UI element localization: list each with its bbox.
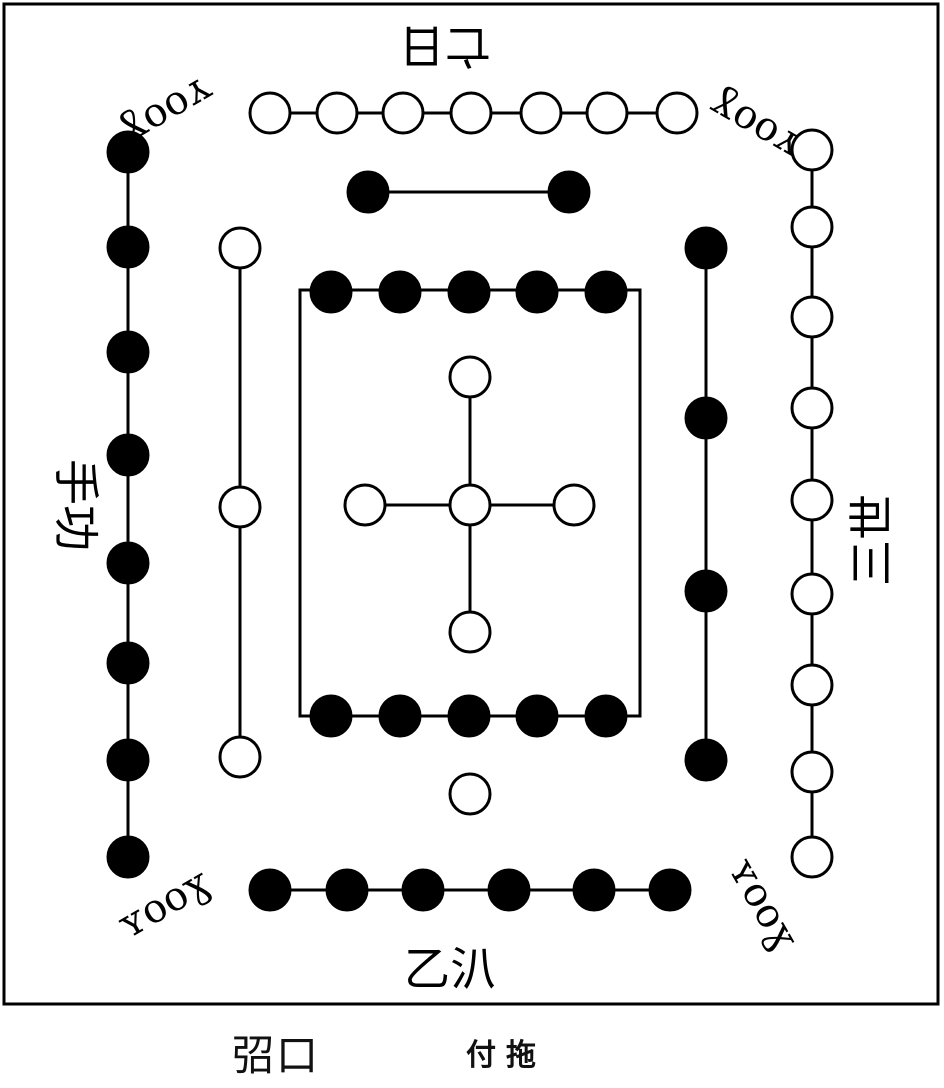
caption-right: 付拖 <box>466 1038 546 1073</box>
left-column-black-dot <box>106 541 150 585</box>
right-column-white-dot <box>790 386 834 430</box>
lone-dot-white-dot <box>448 772 492 816</box>
bottom-row-black-dot <box>572 868 616 912</box>
center-cross-white-dot <box>552 483 596 527</box>
right-column-white-dot <box>790 295 834 339</box>
right-column-white-dot <box>790 128 834 172</box>
right-column-white-dot <box>790 205 834 249</box>
top-row-white-dot <box>381 91 425 135</box>
top-row-white-dot <box>585 91 629 135</box>
right-column-white-dot <box>790 478 834 522</box>
inner-left-column-white-dot <box>218 226 262 270</box>
bottom-row-black-dot <box>648 868 692 912</box>
bottom-row-black-dot <box>248 868 292 912</box>
inner-right-column-black-dot <box>684 738 728 782</box>
center-cross-white-dot <box>343 483 387 527</box>
center-cross-white-dot <box>448 483 492 527</box>
inner-left-column-white-dot <box>218 485 262 529</box>
label-bottom: 乙汃 <box>404 942 496 996</box>
left-column-black-dot <box>106 130 150 174</box>
label-top: 亡日 <box>399 19 491 73</box>
left-column-black-dot <box>106 330 150 374</box>
upper-bar-black-dot <box>547 170 591 214</box>
box-bottom-row-black-dot <box>309 694 353 738</box>
inner-left-column-white-dot <box>218 735 262 779</box>
right-column-white-dot <box>790 750 834 794</box>
box-bottom-row-black-dot <box>447 694 491 738</box>
box-top-row-black-dot <box>447 270 491 314</box>
left-column-black-dot <box>106 225 150 269</box>
top-row-white-dot <box>519 91 563 135</box>
center-cross-white-dot <box>448 610 492 654</box>
bottom-row-black-dot <box>325 868 369 912</box>
left-column-black-dot <box>106 738 150 782</box>
left-column-black-dot <box>106 641 150 685</box>
center-cross-white-dot <box>448 355 492 399</box>
inner-right-column-black-dot <box>684 396 728 440</box>
bottom-row-black-dot <box>401 868 445 912</box>
box-top-row-black-dot <box>378 270 422 314</box>
inner-right-column-black-dot <box>684 226 728 270</box>
label-left: 手功 <box>49 459 103 551</box>
label-right: 三世 <box>845 494 899 586</box>
left-column-black-dot <box>106 835 150 879</box>
left-column-black-dot <box>106 433 150 477</box>
right-column-white-dot <box>790 835 834 879</box>
top-row-white-dot <box>315 91 359 135</box>
inner-right-column-black-dot <box>684 569 728 613</box>
top-row-white-dot <box>655 91 699 135</box>
bottom-row-black-dot <box>487 868 531 912</box>
box-bottom-row-black-dot <box>584 694 628 738</box>
right-column-white-dot <box>790 572 834 616</box>
box-bottom-row-black-dot <box>515 694 559 738</box>
caption-left: 弨口 <box>232 1031 321 1080</box>
top-row-white-dot <box>449 91 493 135</box>
right-column-white-dot <box>790 663 834 707</box>
box-bottom-row-black-dot <box>378 694 422 738</box>
top-row-white-dot <box>248 91 292 135</box>
box-top-row-black-dot <box>584 270 628 314</box>
box-top-row-black-dot <box>309 270 353 314</box>
upper-bar-black-dot <box>346 170 390 214</box>
box-top-row-black-dot <box>515 270 559 314</box>
dots-layer <box>106 91 834 912</box>
